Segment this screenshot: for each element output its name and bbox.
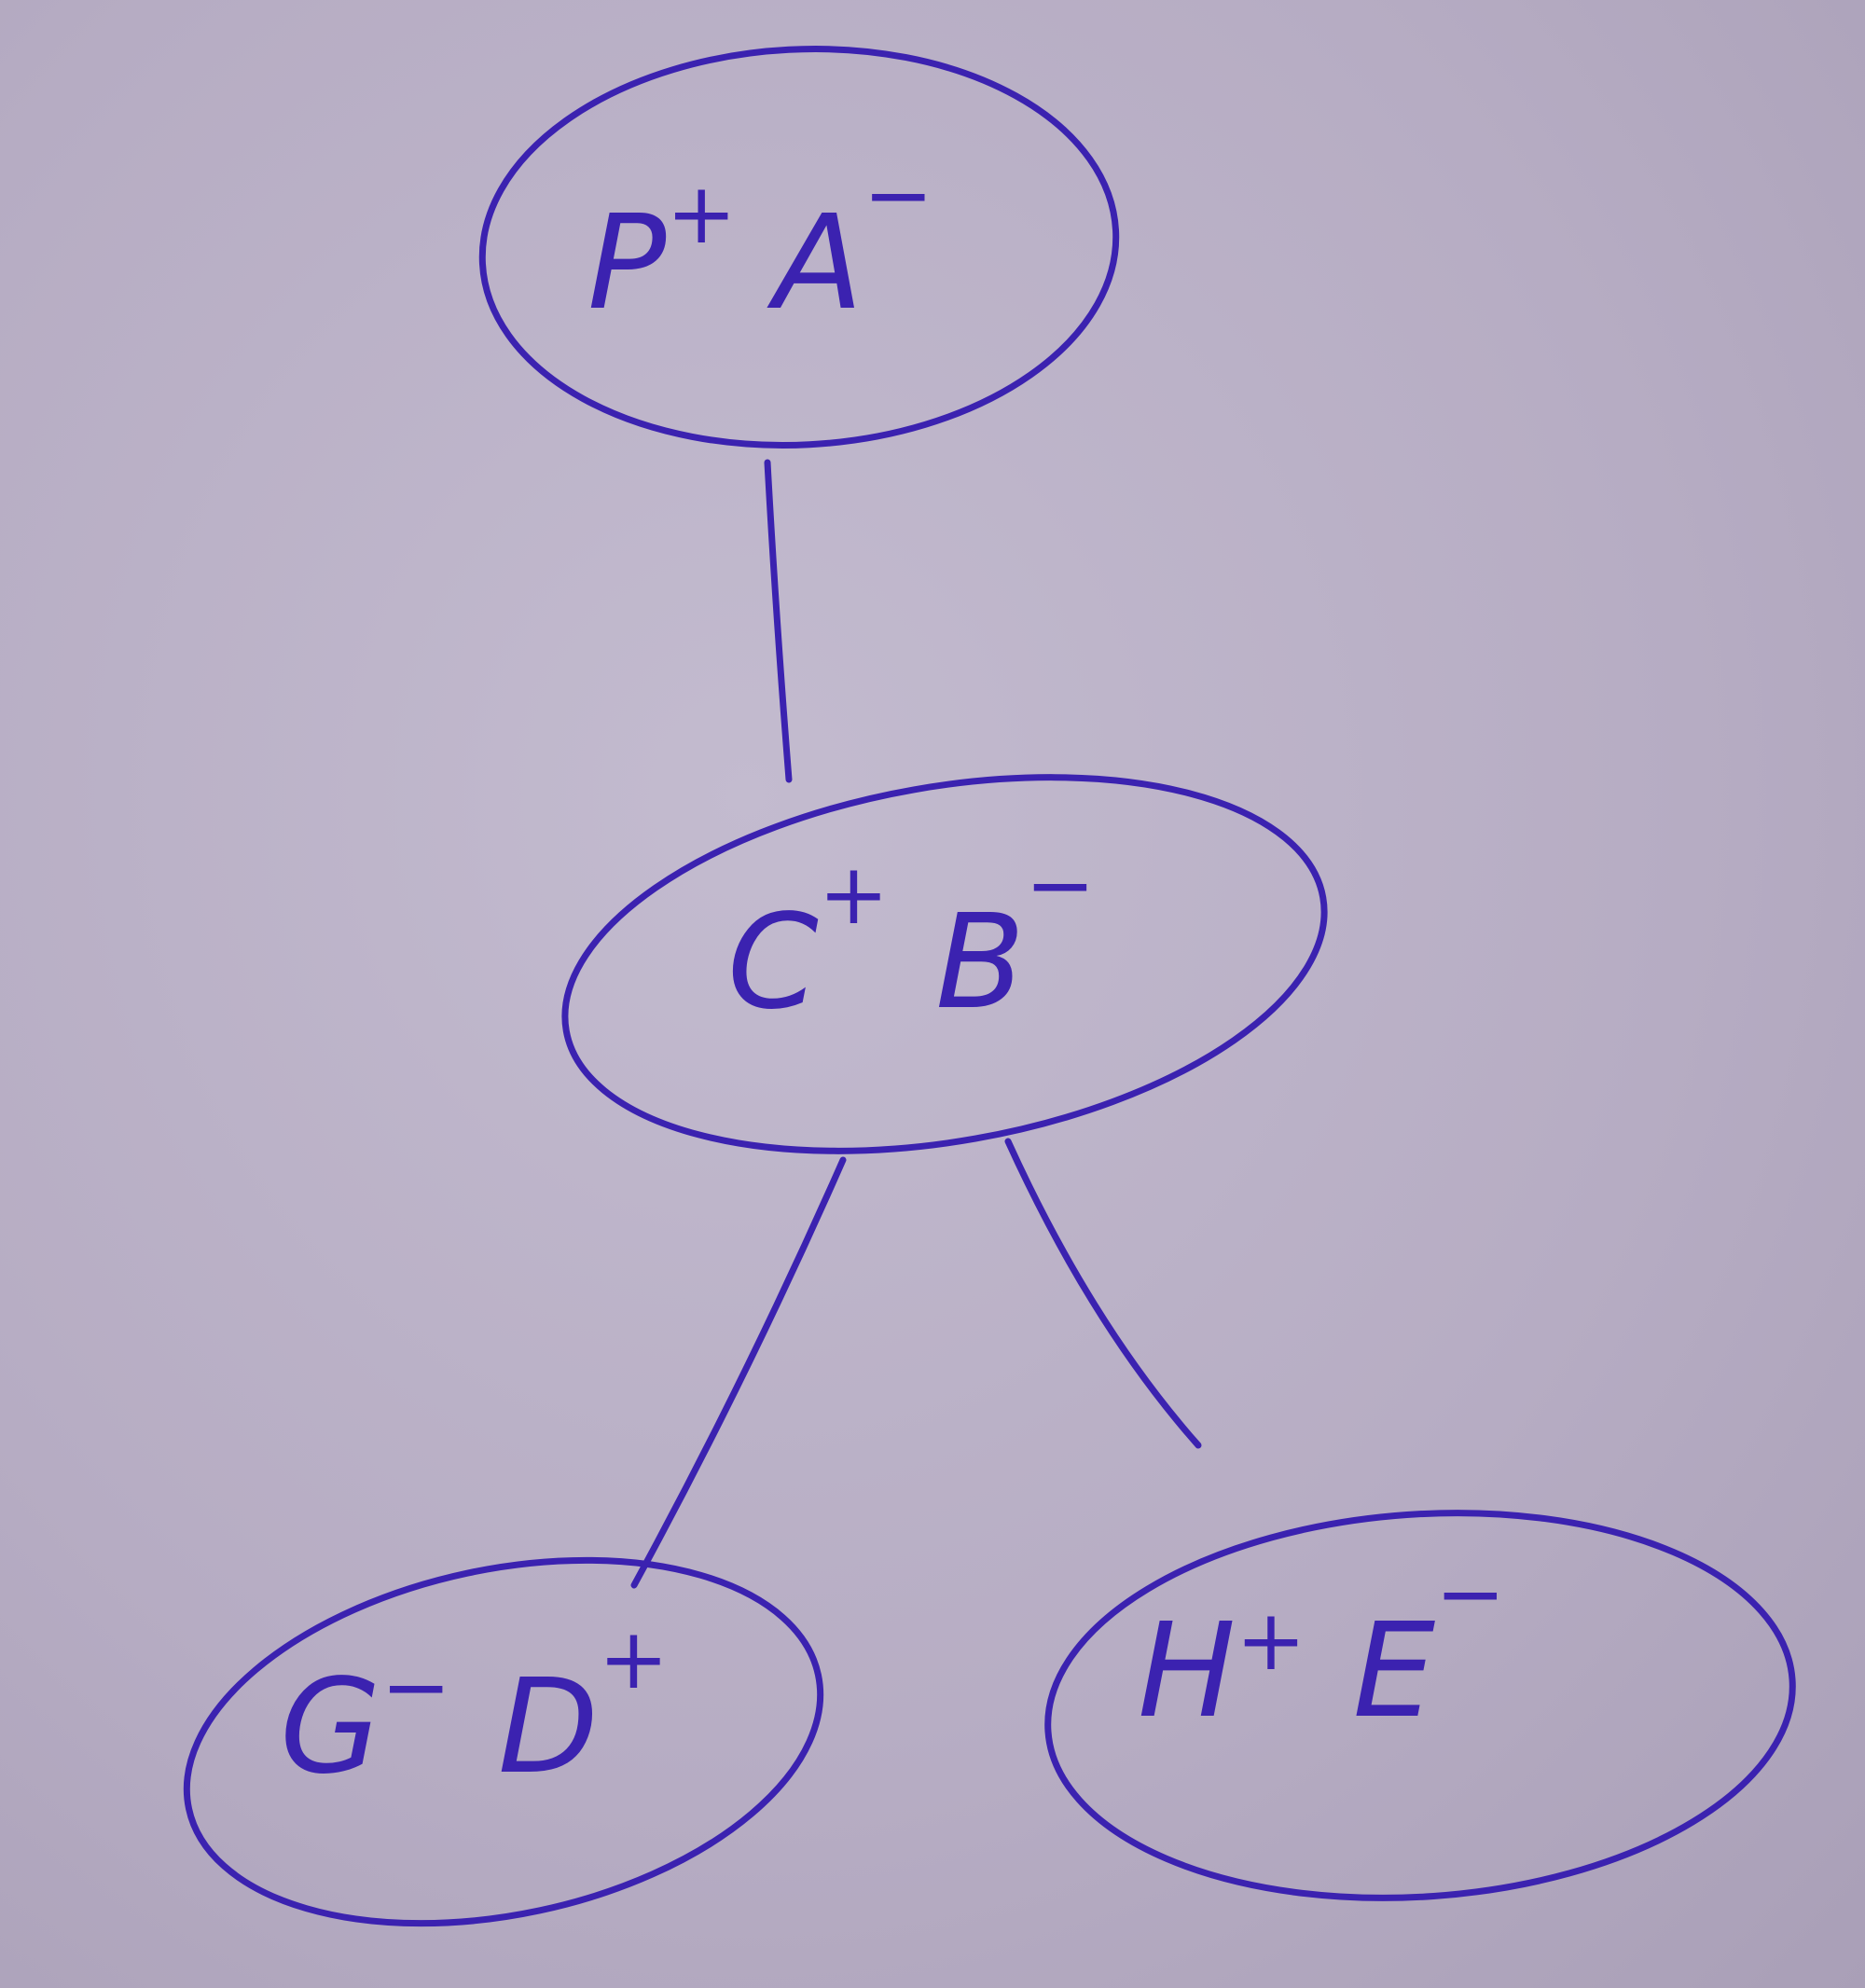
node-bottom-right: H+E− [1044, 1510, 1796, 1901]
node-top-ellipse [478, 46, 1120, 449]
edge-middle-bottom-left [630, 1156, 847, 1589]
node-bottom-right-ellipse [1044, 1510, 1796, 1901]
node-top-label: P+A− [587, 146, 933, 339]
node-middle: C+B− [561, 774, 1328, 1154]
node-middle-ellipse [561, 774, 1328, 1154]
node-middle-label: C+B− [727, 836, 1096, 1039]
node-top: P+A− [478, 46, 1120, 449]
node-bottom-left: G−D+ [183, 1556, 824, 1927]
node-bottom-left-label: G−D+ [280, 1610, 669, 1803]
edge-top-middle [764, 459, 793, 783]
node-bottom-left-ellipse [183, 1556, 824, 1927]
edge-middle-bottom-right [1004, 1138, 1202, 1449]
node-bottom-right-label: H+E− [1138, 1545, 1506, 1747]
